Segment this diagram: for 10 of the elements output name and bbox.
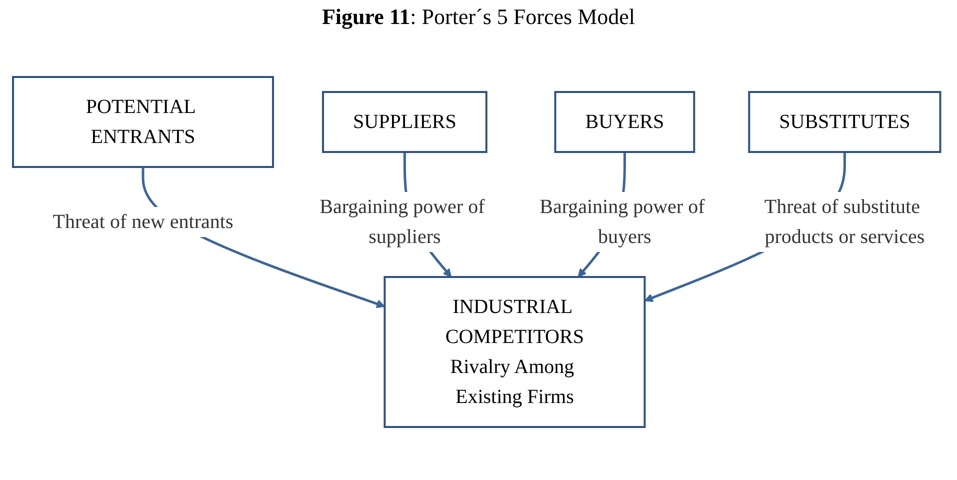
- node-box: POTENTIAL ENTRANTS: [12, 76, 274, 168]
- edge-label: Threat of substitute products or services: [764, 196, 924, 248]
- node-box: SUBSTITUTES: [748, 91, 941, 153]
- figure-title: Figure 11: Porter´s 5 Forces Model: [320, 4, 636, 30]
- node-box: INDUSTRIAL COMPETITORS Rivalry Among Existing Firms: [383, 276, 646, 428]
- edge-label: Bargaining power of suppliers: [319, 196, 484, 248]
- node-box: BUYERS: [554, 91, 695, 153]
- node-box: SUPPLIERS: [322, 91, 488, 153]
- edge-label: Threat of new entrants: [52, 211, 233, 233]
- edge-label: Bargaining power of buyers: [539, 196, 704, 248]
